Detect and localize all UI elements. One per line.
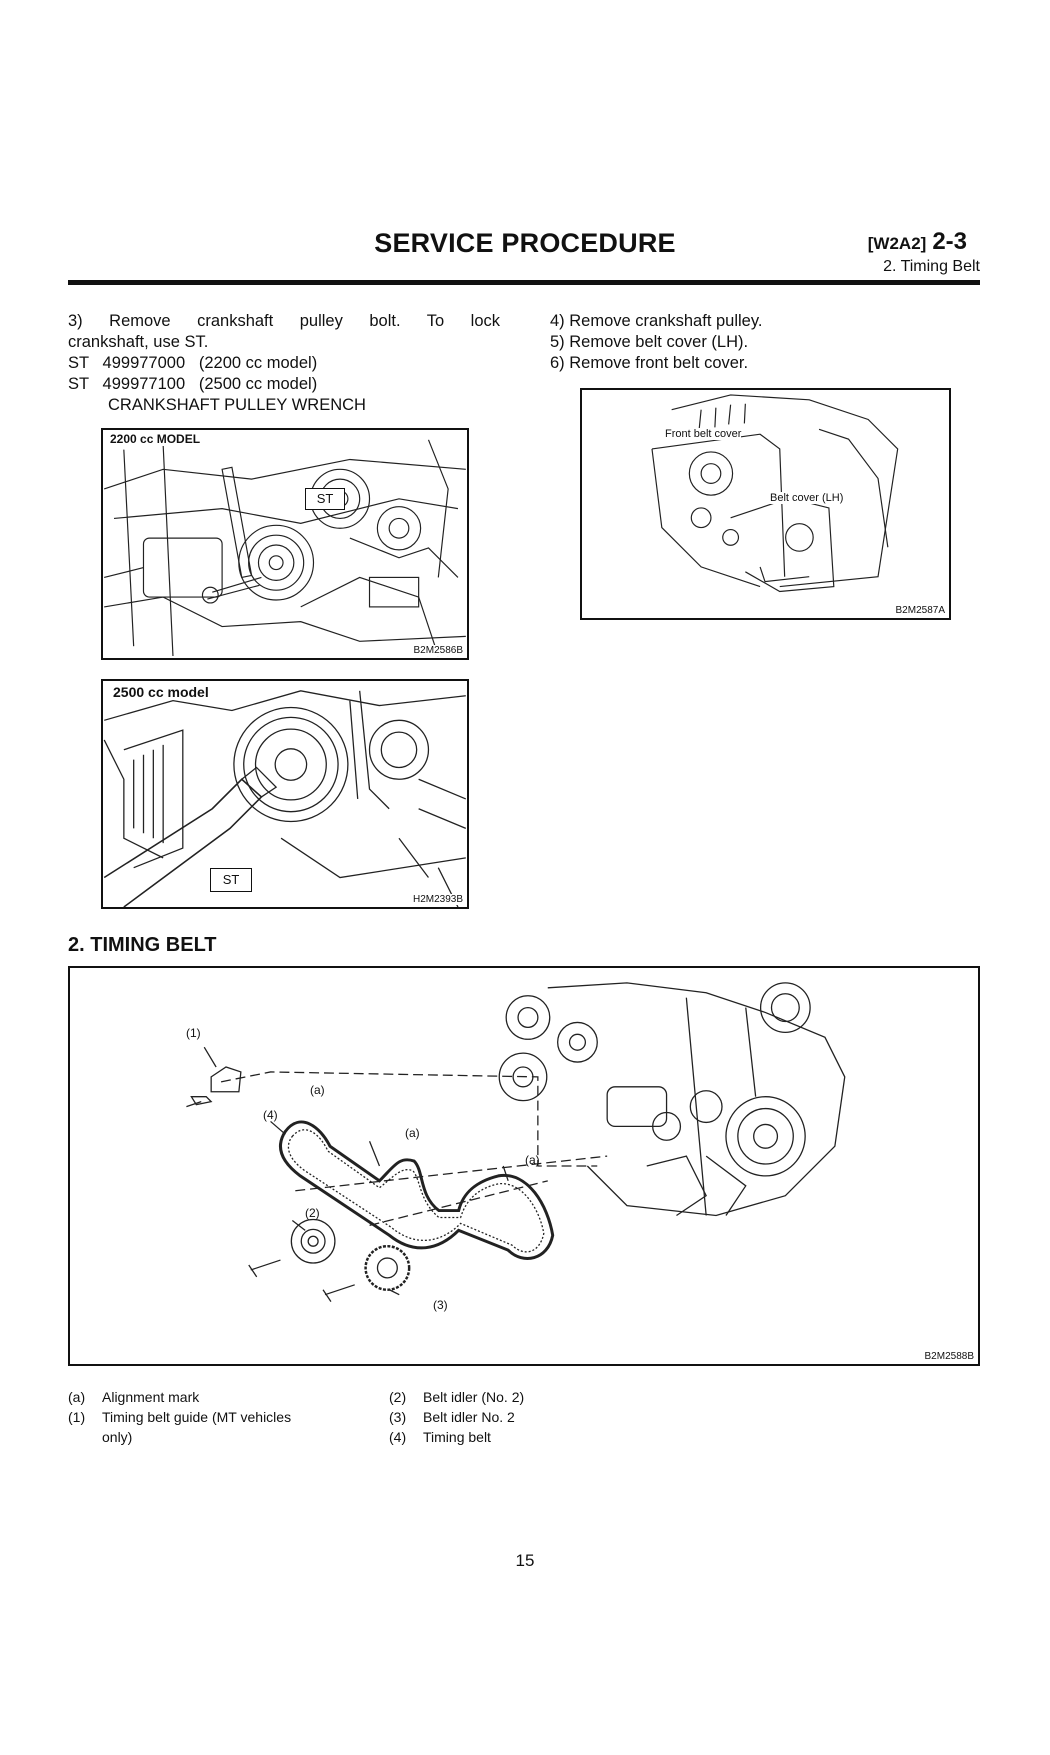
engine-drawing-2200 xyxy=(103,439,466,657)
belt-cover-drawing xyxy=(651,394,899,593)
legend-item: (2)Belt idler (No. 2) xyxy=(389,1389,525,1405)
engine-drawing-2500 xyxy=(103,690,467,907)
section-code: [W2A2] 2-3 xyxy=(868,228,967,256)
fig3-label-lh: Belt cover (LH) xyxy=(770,492,844,504)
st-2200: ST 499977000 (2200 cc model) xyxy=(68,354,318,372)
callout-a-3: (a) xyxy=(525,1153,540,1167)
section-number: 2-3 xyxy=(932,228,967,255)
timing-belt-drawing xyxy=(186,982,846,1302)
figure-timing-belt: (1) (a) (4) (a) (a) (2) (3) B2M2588B xyxy=(68,966,980,1366)
header-rule xyxy=(68,280,980,285)
section-heading: 2. TIMING BELT xyxy=(68,934,217,956)
st-2500: ST 499977100 (2500 cc model) xyxy=(68,375,318,393)
callout-a-1: (a) xyxy=(310,1083,325,1097)
callout-4: (4) xyxy=(263,1108,278,1122)
legend-item: (3)Belt idler No. 2 xyxy=(389,1409,515,1425)
tool-name: CRANKSHAFT PULLEY WRENCH xyxy=(108,396,366,414)
doc-code: [W2A2] xyxy=(867,234,927,253)
legend-item: only) xyxy=(102,1429,133,1445)
legend-item: (1)Timing belt guide (MT vehicles xyxy=(68,1409,292,1425)
callout-a-2: (a) xyxy=(405,1126,420,1140)
step-5: 5) Remove belt cover (LH). xyxy=(550,333,749,351)
fig1-label: 2200 cc MODEL xyxy=(107,432,204,446)
figure-2200cc: 2200 cc MODEL ST B2M2586B xyxy=(101,428,469,660)
fig4-code: B2M2588B xyxy=(924,1351,974,1362)
fig1-st-tag: ST xyxy=(305,488,345,510)
step-3-line-1: 3) Remove crankshaft pulley bolt. To loc… xyxy=(68,312,500,330)
step-3-line-2: crankshaft, use ST. xyxy=(68,333,209,351)
figure-2500cc: 2500 cc model ST H2M2393B xyxy=(101,679,469,909)
fig3-code: B2M2587A xyxy=(895,605,945,616)
legend-item: (4)Timing belt xyxy=(389,1429,491,1445)
page-title: SERVICE PROCEDURE xyxy=(374,228,676,258)
steps-4-6: 4) Remove crankshaft pulley. 5) Remove b… xyxy=(550,311,980,374)
legend-item: (a)Alignment mark xyxy=(68,1389,200,1405)
step-3: 3) Remove crankshaft pulley bolt. To loc… xyxy=(68,311,500,416)
step-6: 6) Remove front belt cover. xyxy=(550,354,749,372)
figure-belt-covers: Front belt cover Belt cover (LH) B2M2587… xyxy=(580,388,951,620)
callout-2: (2) xyxy=(305,1206,320,1220)
fig2-st-tag: ST xyxy=(210,868,252,892)
section-subtitle: 2. Timing Belt xyxy=(883,258,980,275)
page-number: 15 xyxy=(515,1551,535,1570)
legend-left: (a)Alignment mark (1)Timing belt guide (… xyxy=(68,1387,368,1447)
callout-3: (3) xyxy=(433,1298,448,1312)
fig3-label-front: Front belt cover xyxy=(665,428,742,440)
fig2-code: H2M2393B xyxy=(412,894,463,905)
legend-right: (2)Belt idler (No. 2) (3)Belt idler No. … xyxy=(389,1387,689,1447)
step-4: 4) Remove crankshaft pulley. xyxy=(550,312,763,330)
fig2-label: 2500 cc model xyxy=(110,684,212,700)
fig1-code: B2M2586B xyxy=(413,645,463,656)
callout-1: (1) xyxy=(186,1026,201,1040)
